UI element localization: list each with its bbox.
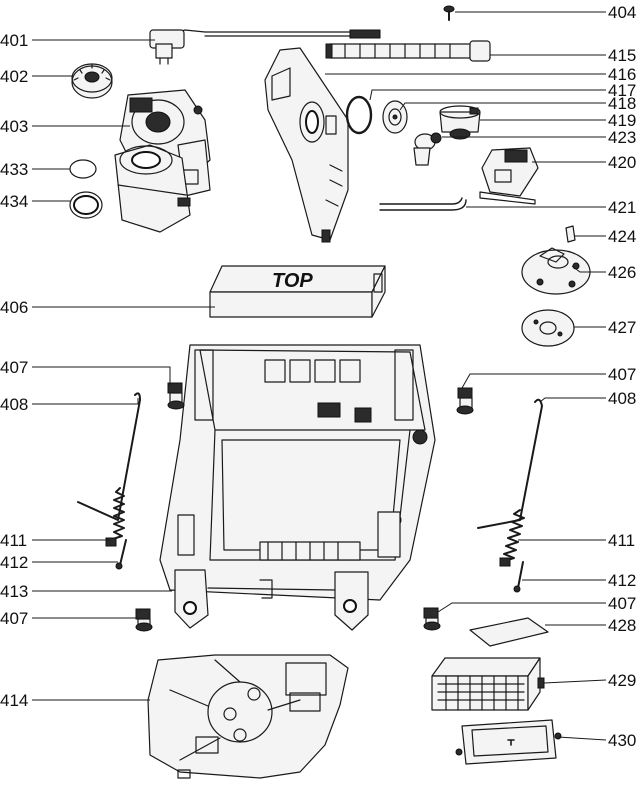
part-414-base-plate	[147, 654, 349, 779]
part-404-screw	[443, 5, 455, 21]
callout-407-bottom-right: 407	[608, 594, 636, 613]
part-427-disc	[521, 309, 575, 347]
callout-427: 427	[608, 318, 636, 337]
callout-424: 424	[608, 227, 636, 246]
callout-419: 419	[608, 111, 636, 130]
callout-403: 403	[0, 117, 28, 136]
callout-408-right: 408	[608, 389, 636, 408]
part-412-pin-left	[115, 539, 127, 570]
callout-434: 434	[0, 192, 28, 211]
callout-418: 418	[608, 94, 636, 113]
callout-421: 421	[608, 198, 636, 217]
part-407-foot-top-left	[167, 382, 185, 410]
part-430-tray	[455, 719, 562, 765]
part-406-packaging-box: TOP	[209, 265, 386, 318]
callout-412-left: 412	[0, 553, 28, 572]
callout-426: 426	[608, 263, 636, 282]
part-401-power-cord	[149, 29, 381, 65]
callout-433: 433	[0, 160, 28, 179]
callout-408-left: 408	[0, 395, 28, 414]
callout-429: 429	[608, 671, 636, 690]
part-heater-housing	[114, 144, 191, 233]
part-420-pump-bracket	[479, 147, 539, 205]
part-407-foot-bottom-left	[135, 608, 153, 632]
part-402-knob	[71, 63, 113, 99]
part-407-foot-top-right	[456, 387, 474, 415]
callout-430: 430	[608, 731, 636, 750]
part-429-filter-cassette	[431, 657, 545, 711]
callout-411-left: 411	[0, 531, 27, 550]
part-426-motor-plate	[521, 247, 591, 295]
part-403-pump-assembly	[119, 89, 211, 197]
callout-labels: 401 402 403 433 434 406 407 408 411 412 …	[0, 3, 636, 750]
callout-407-bottom-left: 407	[0, 609, 28, 628]
top-label: TOP	[272, 270, 313, 292]
part-434-ring	[69, 191, 103, 219]
part-417-ring	[345, 95, 373, 135]
part-424-clip	[565, 225, 576, 243]
callout-415: 415	[608, 46, 636, 65]
callout-420: 420	[608, 153, 636, 172]
part-415-drain-hose	[325, 40, 491, 62]
callout-406: 406	[0, 298, 28, 317]
callout-414: 414	[0, 691, 28, 710]
callout-417: 417	[608, 81, 636, 100]
callout-428: 428	[608, 616, 636, 635]
part-416-rear-panel	[264, 47, 349, 243]
part-411-spring-left	[105, 487, 125, 547]
callout-402: 402	[0, 67, 28, 86]
part-412-pin-right	[513, 561, 524, 593]
part-423-valve	[413, 132, 442, 166]
leader-lines	[32, 11, 607, 741]
callout-401: 401	[0, 31, 28, 50]
callout-416: 416	[608, 65, 636, 84]
part-428-pad	[469, 617, 549, 647]
part-411-spring-right	[499, 509, 525, 567]
callout-407-top-left: 407	[0, 358, 28, 377]
callout-413: 413	[0, 582, 28, 601]
callout-407-top-right: 407	[608, 365, 636, 384]
part-419-pump-head	[439, 105, 481, 140]
part-base-frame	[159, 344, 436, 631]
part-407-foot-bottom-right	[423, 607, 441, 631]
callout-423: 423	[608, 128, 636, 147]
part-421-tube	[379, 197, 467, 211]
part-408-rod-right	[477, 398, 543, 529]
callout-412-right: 412	[608, 571, 636, 590]
callout-404: 404	[608, 3, 636, 22]
part-433-oring	[69, 159, 97, 179]
callout-411-right: 411	[608, 531, 635, 550]
part-408-rod-left	[77, 392, 141, 521]
